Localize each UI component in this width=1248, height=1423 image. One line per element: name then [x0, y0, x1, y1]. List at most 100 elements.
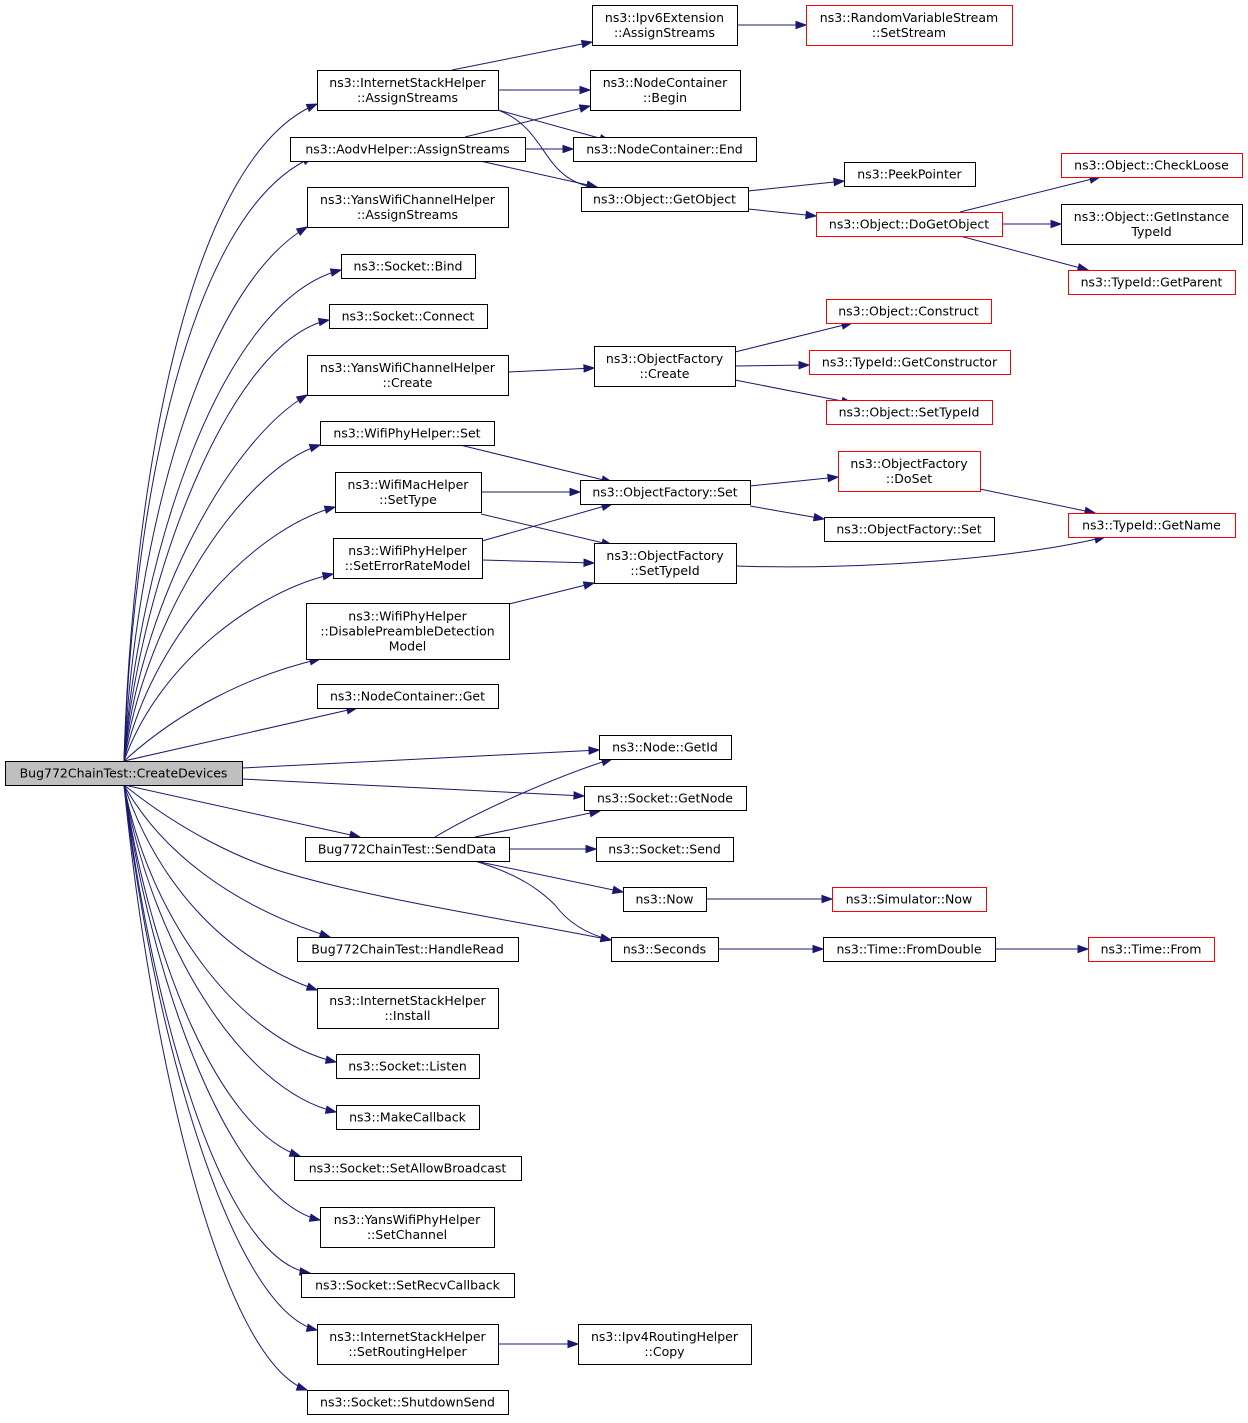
node-senddata[interactable]: Bug772ChainTest::SendData: [305, 837, 510, 862]
arrowhead-icon: [821, 894, 834, 904]
edge-line: [474, 860, 612, 941]
edge-root-to-ish_assign: [123, 103, 319, 762]
node-sock_connect[interactable]: ns3::Socket::Connect: [329, 304, 488, 329]
node-tid_getparent[interactable]: ns3::TypeId::GetParent: [1068, 270, 1236, 295]
arrowhead-icon: [578, 104, 592, 113]
node-root[interactable]: Bug772ChainTest::CreateDevices: [5, 761, 243, 786]
node-box: [329, 304, 488, 329]
node-obj_dogetobject[interactable]: ns3::Object::DoGetObject: [816, 212, 1003, 237]
node-label: ns3::Object::SetTypeId: [839, 405, 980, 420]
node-box: [824, 517, 995, 542]
node-wmh_settype[interactable]: ns3::WifiMacHelper::SetType: [335, 472, 482, 513]
node-box: [832, 887, 987, 912]
edge-line: [734, 379, 853, 404]
node-ywch_assign[interactable]: ns3::YansWifiChannelHelper::AssignStream…: [307, 187, 509, 228]
edge-of_create-to-obj_construct: [734, 321, 854, 353]
node-ish_assign[interactable]: ns3::InternetStackHelper::AssignStreams: [317, 70, 499, 111]
node-label: ns3::Time::From: [1101, 942, 1202, 957]
node-ipv4rh_copy[interactable]: ns3::Ipv4RoutingHelper::Copy: [578, 1324, 752, 1365]
node-ish_install[interactable]: ns3::InternetStackHelper::Install: [317, 988, 499, 1029]
node-sock_getnode[interactable]: ns3::Socket::GetNode: [584, 786, 747, 811]
arrowhead-icon: [295, 226, 309, 237]
node-peekpointer[interactable]: ns3::PeekPointer: [844, 162, 976, 187]
node-now[interactable]: ns3::Now: [623, 887, 707, 912]
node-wph_dpdm[interactable]: ns3::WifiPhyHelper::DisablePreambleDetec…: [306, 603, 510, 660]
edge-senddata-to-now: [474, 860, 625, 895]
node-sock_listen[interactable]: ns3::Socket::Listen: [336, 1054, 480, 1079]
node-label: ns3::Now: [635, 892, 693, 907]
edge-line: [480, 513, 613, 546]
node-sock_sab[interactable]: ns3::Socket::SetAllowBroadcast: [294, 1156, 522, 1181]
node-rvs_setstream[interactable]: ns3::RandomVariableStream::SetStream: [806, 5, 1013, 46]
node-nc_get[interactable]: ns3::NodeContainer::Get: [317, 684, 499, 709]
edge-line: [123, 394, 308, 762]
edge-root-to-ish_setrh: [123, 784, 319, 1332]
edge-line: [497, 109, 611, 142]
node-label: ns3::WifiPhyHelper: [348, 543, 467, 558]
node-time_fromdouble[interactable]: ns3::Time::FromDouble: [823, 937, 996, 962]
node-box: [838, 451, 981, 492]
node-makecallback[interactable]: ns3::MakeCallback: [336, 1105, 480, 1130]
arrowhead-icon: [324, 1055, 338, 1064]
node-obj_checkloose[interactable]: ns3::Object::CheckLoose: [1061, 153, 1243, 178]
arrowhead-icon: [562, 144, 575, 154]
node-label: ::Create: [640, 366, 690, 381]
node-sock_src[interactable]: ns3::Socket::SetRecvCallback: [301, 1273, 515, 1298]
node-sock_send[interactable]: ns3::Socket::Send: [596, 837, 734, 862]
edge-line: [508, 582, 595, 605]
node-nc_begin[interactable]: ns3::NodeContainer::Begin: [590, 70, 741, 111]
node-ish_setrh[interactable]: ns3::InternetStackHelper::SetRoutingHelp…: [317, 1324, 499, 1365]
edge-line: [474, 860, 624, 893]
node-obj_settypeid[interactable]: ns3::Object::SetTypeId: [826, 400, 993, 425]
edge-root-to-node_getid: [241, 746, 601, 769]
node-tid_getctor[interactable]: ns3::TypeId::GetConstructor: [809, 350, 1011, 375]
node-ywch_create[interactable]: ns3::YansWifiChannelHelper::Create: [307, 355, 509, 396]
node-sim_now[interactable]: ns3::Simulator::Now: [832, 887, 987, 912]
node-wph_set[interactable]: ns3::WifiPhyHelper::Set: [320, 421, 495, 446]
node-of_create[interactable]: ns3::ObjectFactory::Create: [594, 346, 736, 387]
node-box: [590, 70, 741, 111]
node-label: ns3::Time::FromDouble: [836, 942, 981, 957]
node-of_settypeid[interactable]: ns3::ObjectFactory::SetTypeId: [594, 543, 737, 584]
node-tid_getname[interactable]: ns3::TypeId::GetName: [1068, 513, 1236, 538]
node-time_from[interactable]: ns3::Time::From: [1088, 937, 1215, 962]
node-label: ns3::Object::CheckLoose: [1074, 158, 1229, 173]
node-wph_seterm[interactable]: ns3::WifiPhyHelper::SetErrorRateModel: [333, 538, 483, 579]
node-sock_shut[interactable]: ns3::Socket::ShutdownSend: [307, 1390, 509, 1415]
arrowhead-icon: [588, 746, 601, 755]
arrowhead-icon: [318, 929, 332, 938]
node-ywph_setch[interactable]: ns3::YansWifiPhyHelper::SetChannel: [320, 1207, 495, 1248]
node-sock_bind[interactable]: ns3::Socket::Bind: [341, 254, 476, 279]
node-obj_getobject[interactable]: ns3::Object::GetObject: [581, 187, 749, 212]
node-label: ns3::ObjectFactory::Set: [836, 522, 981, 537]
edge-line: [123, 784, 361, 838]
node-label: ::DoSet: [886, 471, 932, 486]
edge-obj_dogetobject-to-obj_getinsttid: [1002, 219, 1063, 229]
node-of_set[interactable]: ns3::ObjectFactory::Set: [580, 480, 751, 505]
node-box: [317, 70, 499, 111]
node-box: [596, 837, 734, 862]
node-box: [336, 1105, 480, 1130]
node-nc_end[interactable]: ns3::NodeContainer::End: [573, 137, 757, 162]
edge-line: [734, 322, 853, 353]
edge-line: [749, 505, 825, 520]
edge-root-to-sock_getnode: [241, 778, 586, 800]
node-aodv_assign[interactable]: ns3::AodvHelper::AssignStreams: [290, 137, 526, 162]
node-of_doset[interactable]: ns3::ObjectFactory::DoSet: [838, 451, 981, 492]
node-obj_construct[interactable]: ns3::Object::Construct: [826, 299, 992, 324]
node-ipv6ext[interactable]: ns3::Ipv6Extension::AssignStreams: [592, 5, 738, 46]
edge-obj_getobject-to-obj_dogetobject: [747, 208, 818, 220]
node-seconds[interactable]: ns3::Seconds: [611, 937, 719, 962]
edge-wph_set-to-of_set: [459, 444, 614, 484]
node-handleread[interactable]: Bug772ChainTest::HandleRead: [297, 937, 519, 962]
node-of_set2[interactable]: ns3::ObjectFactory::Set: [824, 517, 995, 542]
edge-line: [123, 784, 311, 1274]
node-label: ns3::NodeContainer::End: [586, 142, 742, 157]
node-box: [320, 1207, 495, 1248]
node-node_getid[interactable]: ns3::Node::GetId: [599, 735, 732, 760]
node-box: [1061, 153, 1243, 178]
node-label: ns3::WifiMacHelper: [348, 477, 470, 492]
node-box: [1068, 270, 1236, 295]
edges-layer: [123, 20, 1107, 1391]
